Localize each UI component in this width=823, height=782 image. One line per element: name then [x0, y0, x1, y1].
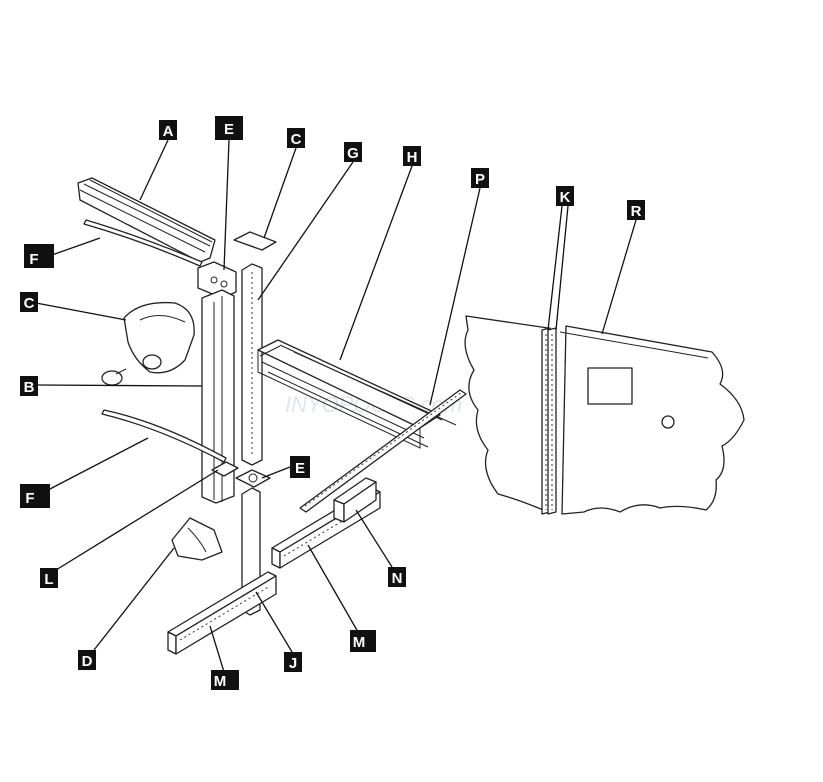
label-m-bottom: M: [211, 670, 239, 690]
svg-text:P: P: [475, 171, 485, 188]
svg-text:M: M: [214, 673, 227, 690]
svg-text:L: L: [44, 571, 53, 588]
label-f-bottom: F: [20, 484, 50, 508]
label-c-top: C: [287, 128, 305, 148]
svg-text:H: H: [407, 149, 418, 166]
part-small-cap-top: [233, 231, 277, 251]
part-wall-sheet-left: [464, 315, 549, 513]
svg-text:D: D: [82, 653, 93, 670]
part-long-rail: [299, 389, 467, 513]
part-spacer-block: [333, 477, 377, 523]
svg-text:F: F: [29, 251, 38, 268]
label-j: J: [284, 652, 302, 672]
label-f-top: F: [24, 244, 54, 268]
label-l: L: [40, 568, 58, 588]
part-cap-cover: [123, 301, 195, 374]
svg-text:E: E: [295, 460, 305, 477]
label-e-mid: E: [290, 456, 310, 478]
part-top-connector: [197, 261, 237, 299]
part-base-foot: [171, 517, 223, 561]
part-top-rail: [77, 177, 216, 263]
part-trim-strip-top: [83, 219, 203, 267]
label-h: H: [403, 146, 421, 166]
part-screw: [115, 368, 127, 375]
part-washer: [101, 370, 123, 386]
part-trim-strip-bottom: [101, 409, 227, 463]
svg-text:G: G: [347, 145, 359, 162]
svg-text:B: B: [24, 379, 35, 396]
part-bottom-track-left: [167, 571, 277, 655]
svg-text:E: E: [224, 121, 234, 138]
part-connector-clip: [211, 461, 239, 477]
svg-text:K: K: [560, 189, 571, 206]
leader-lines: [35, 139, 637, 673]
part-bottom-plate: [235, 469, 271, 488]
svg-text:J: J: [289, 655, 297, 672]
label-e-top: E: [215, 116, 243, 140]
part-wall-sheet-right: [559, 325, 745, 515]
svg-text:M: M: [353, 634, 366, 651]
svg-text:C: C: [291, 131, 302, 148]
label-k: K: [556, 186, 574, 206]
svg-text:C: C: [24, 295, 35, 312]
part-connector-strips: [541, 327, 557, 515]
label-n: N: [388, 567, 406, 587]
label-b: B: [20, 376, 38, 396]
svg-text:F: F: [25, 490, 34, 507]
label-r: R: [627, 200, 645, 220]
label-d: D: [78, 650, 96, 670]
label-p: P: [471, 168, 489, 188]
label-a: A: [159, 120, 177, 140]
label-g: G: [344, 142, 362, 162]
label-c-left: C: [20, 292, 38, 312]
part-perforated-upright: [241, 263, 263, 466]
svg-text:A: A: [163, 123, 174, 140]
label-m-right: M: [350, 630, 376, 652]
svg-text:R: R: [631, 203, 642, 220]
svg-text:N: N: [392, 570, 403, 587]
